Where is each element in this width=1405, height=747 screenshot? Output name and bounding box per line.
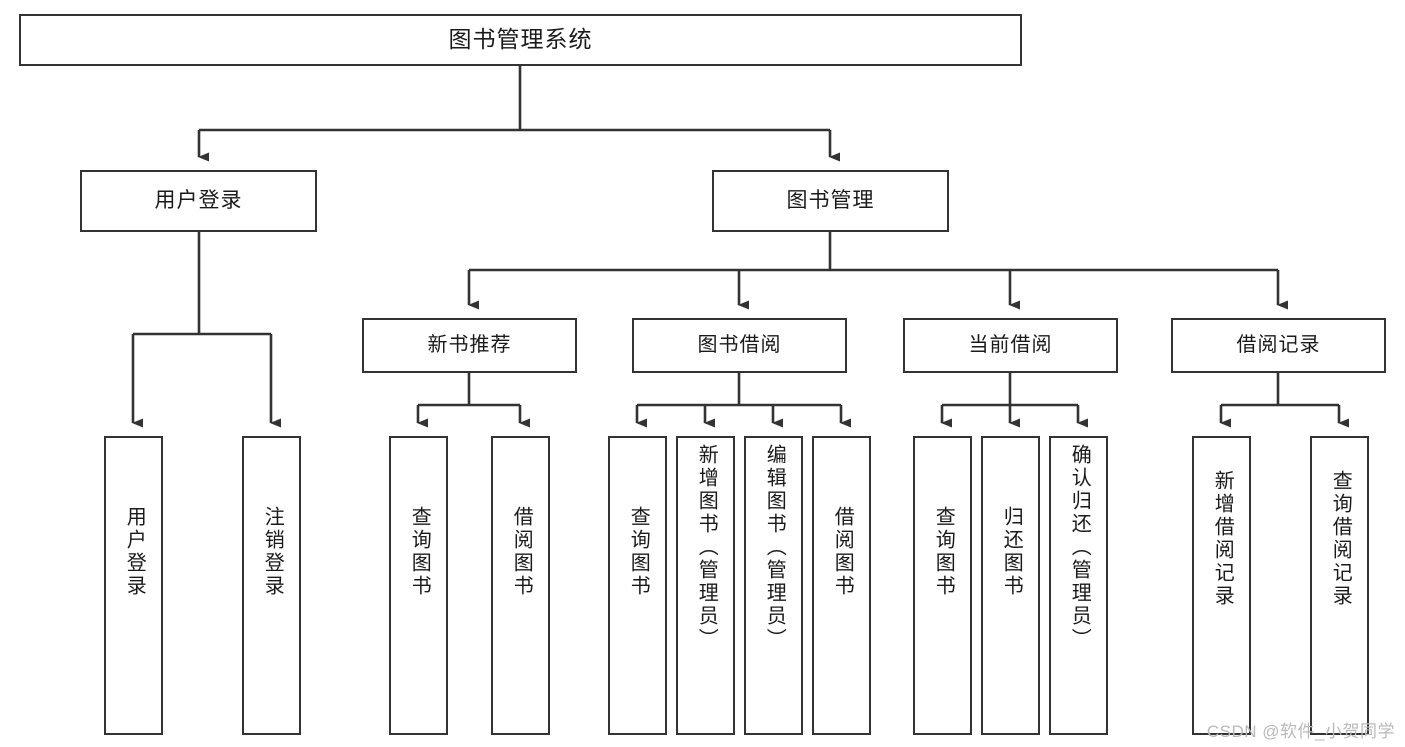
node-current-borrow[interactable]: 当前借阅	[903, 318, 1118, 373]
leaf-book-borrow-add[interactable]: 新增图书（管理员）	[676, 436, 735, 735]
node-label: 借阅图书	[831, 506, 854, 598]
leaf-borrow-record-query[interactable]: 查询借阅记录	[1310, 436, 1369, 735]
leaf-book-borrow-borrow[interactable]: 借阅图书	[812, 436, 871, 735]
node-label: 用户登录	[123, 506, 146, 598]
node-label: 新增图书（管理员）	[695, 444, 718, 651]
node-label: 注销登录	[261, 506, 284, 598]
leaf-new-book-borrow[interactable]: 借阅图书	[491, 436, 550, 735]
node-new-book-recommend[interactable]: 新书推荐	[362, 318, 577, 373]
node-book-management[interactable]: 图书管理	[712, 170, 949, 232]
node-book-borrow[interactable]: 图书借阅	[632, 318, 847, 373]
leaf-user-login-logout[interactable]: 注销登录	[242, 436, 301, 735]
node-label: 查询借阅记录	[1329, 470, 1352, 608]
node-borrow-record[interactable]: 借阅记录	[1171, 318, 1386, 373]
node-label: 查询图书	[932, 506, 955, 598]
node-label: 借阅图书	[510, 506, 533, 598]
node-label: 新增借阅记录	[1211, 470, 1234, 608]
node-label: 编辑图书（管理员）	[763, 444, 786, 651]
node-user-login[interactable]: 用户登录	[80, 170, 317, 232]
node-label: 图书管理	[786, 188, 875, 212]
leaf-book-borrow-edit[interactable]: 编辑图书（管理员）	[744, 436, 803, 735]
node-label: 确认归还（管理员）	[1068, 444, 1091, 651]
leaf-current-borrow-query[interactable]: 查询图书	[913, 436, 972, 735]
node-label: 用户登录	[154, 188, 243, 212]
node-root-book-management-system[interactable]: 图书管理系统	[19, 14, 1022, 66]
leaf-user-login-login[interactable]: 用户登录	[104, 436, 163, 735]
leaf-current-borrow-return[interactable]: 归还图书	[981, 436, 1040, 735]
node-label: 图书借阅	[697, 333, 782, 356]
node-label: 查询图书	[408, 506, 431, 598]
leaf-book-borrow-query[interactable]: 查询图书	[608, 436, 667, 735]
leaf-current-borrow-confirm[interactable]: 确认归还（管理员）	[1049, 436, 1108, 735]
leaf-borrow-record-add[interactable]: 新增借阅记录	[1192, 436, 1251, 735]
node-label: 当前借阅	[968, 333, 1053, 356]
node-label: 新书推荐	[427, 333, 512, 356]
node-label: 查询图书	[627, 506, 650, 598]
watermark-text: CSDN @软件_小贺同学	[1206, 722, 1395, 741]
node-label: 归还图书	[1000, 506, 1023, 598]
node-label: 借阅记录	[1236, 333, 1321, 356]
leaf-new-book-query[interactable]: 查询图书	[389, 436, 448, 735]
node-label: 图书管理系统	[448, 26, 593, 53]
